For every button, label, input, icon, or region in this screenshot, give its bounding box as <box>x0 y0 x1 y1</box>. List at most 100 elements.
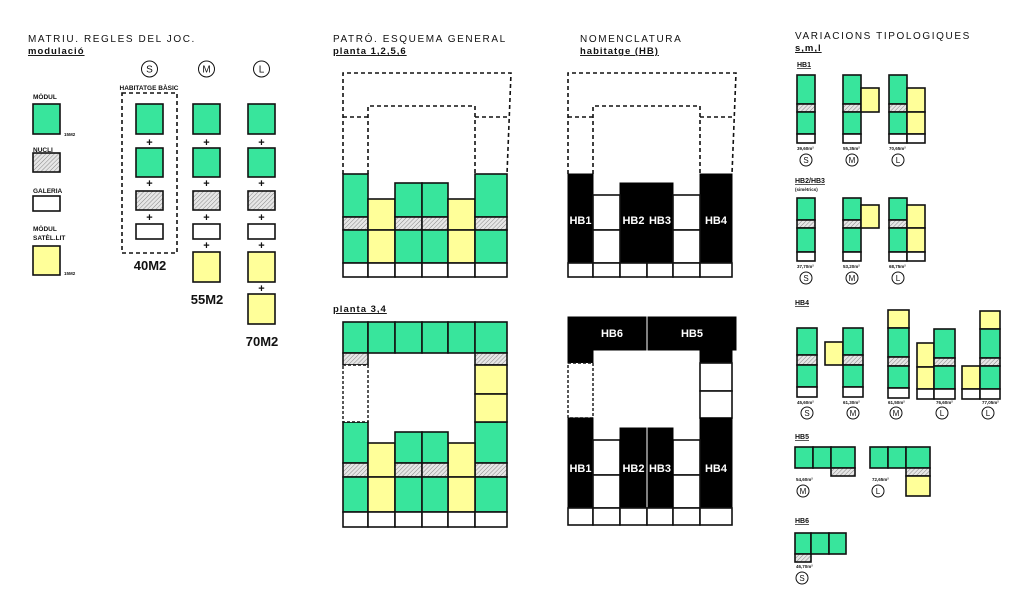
gallery-cell <box>447 511 476 528</box>
module-cell <box>888 74 908 105</box>
courtyard-outline <box>367 105 476 174</box>
module-cell <box>887 446 907 469</box>
satellite-cell <box>916 342 935 368</box>
dashed-gallery-cell <box>342 364 369 423</box>
gallery-cell <box>421 262 449 278</box>
module-cell <box>192 147 221 178</box>
size-badge: L <box>896 274 901 283</box>
area-label: 37,70m² <box>797 264 814 269</box>
plus-sign: + <box>146 137 152 149</box>
module-cell <box>794 532 812 555</box>
satellite-cell <box>860 87 880 113</box>
module-cell <box>812 446 832 469</box>
unit-label: HB4 <box>705 215 728 227</box>
module-cell <box>842 197 862 221</box>
size-m-badge: M <box>202 65 210 76</box>
module-cell <box>421 476 449 513</box>
legend-module-area: 15M2 <box>64 132 76 137</box>
module-cell <box>394 182 423 218</box>
area-label: 55,35m² <box>843 146 860 151</box>
gallery-cell <box>842 133 862 144</box>
total-m: 55M2 <box>191 292 224 307</box>
core-cell <box>933 357 956 367</box>
gallery-cell <box>979 388 1001 400</box>
size-badge-circle <box>795 571 809 585</box>
unit-block-hb5 <box>647 316 737 351</box>
plus-sign: + <box>203 240 209 252</box>
gallery-cell <box>592 262 621 278</box>
area-label: 77,05m² <box>982 400 999 405</box>
size-badge-circle <box>891 271 905 285</box>
module-cell <box>887 327 910 358</box>
size-badge-circle <box>846 406 860 420</box>
legend-gallery-label: GALERIA <box>33 188 63 195</box>
size-s-badge: S <box>146 65 153 76</box>
core-cell <box>842 103 862 113</box>
core-cell <box>474 352 508 366</box>
module-cell <box>796 364 818 388</box>
core-cell <box>394 216 423 231</box>
satellite-cell <box>447 229 476 264</box>
dashed-gallery-cell <box>567 362 594 419</box>
plus-sign: + <box>258 178 264 190</box>
core-cell <box>474 462 508 478</box>
gallery-cell <box>933 388 956 400</box>
legend-gallery-swatch <box>32 195 61 212</box>
core-cell <box>342 462 369 478</box>
gallery-cell <box>699 262 733 278</box>
core-cell <box>796 219 816 229</box>
module-cell <box>474 476 508 513</box>
module-cell <box>842 227 862 253</box>
unit-label: HB3 <box>649 463 671 475</box>
satellite-cell <box>247 293 276 325</box>
satellite-cell <box>906 204 926 229</box>
size-m-badge-circle <box>198 60 215 78</box>
unit-block <box>699 417 733 509</box>
plus-sign: + <box>258 137 264 149</box>
modulation-subtitle: modulació <box>28 46 85 57</box>
gallery-cell <box>672 507 701 526</box>
hb1-title: HB1 <box>797 62 811 69</box>
nomenclature-subtitle: habitatge (HB) <box>580 46 659 57</box>
size-l-badge-circle <box>253 60 270 78</box>
symmetric-note: (simètrics) <box>795 187 818 192</box>
gallery-cell <box>192 223 221 240</box>
module-cell <box>474 173 508 218</box>
basic-dwelling-label: HABITATGE BÀSIC <box>120 83 179 92</box>
legend-module-label: MÒDUL <box>33 92 57 101</box>
gallery-cell <box>888 251 908 262</box>
area-label: 39,60m² <box>797 146 814 151</box>
module-cell <box>421 431 449 464</box>
variations-subtitle: s,m,l <box>795 43 822 54</box>
area-label: 46,70m² <box>796 564 813 569</box>
satellite-cell <box>447 198 476 231</box>
size-badge-circle <box>845 271 859 285</box>
hb2-hb3-title: HB2/HB3 <box>795 178 825 185</box>
module-cell <box>394 229 423 264</box>
area-label: 54,60m² <box>796 477 813 482</box>
module-cell <box>135 147 164 178</box>
module-cell <box>933 365 956 390</box>
gallery-cell <box>342 262 369 278</box>
core-cell <box>192 190 221 211</box>
module-cell <box>367 321 396 354</box>
size-badge: M <box>800 487 807 496</box>
module-cell <box>192 103 221 135</box>
area-label: 53,20m² <box>843 264 860 269</box>
module-cell <box>810 532 830 555</box>
variations-title: VARIACIONS TIPOLOGIQUES <box>795 31 971 42</box>
module-cell <box>842 111 862 135</box>
module-cell <box>394 431 423 464</box>
size-badge-circle <box>796 484 810 498</box>
plus-sign: + <box>146 212 152 224</box>
size-badge: M <box>850 409 857 418</box>
module-cell <box>869 446 889 469</box>
size-badge-circle <box>799 271 813 285</box>
gallery-cell <box>672 439 701 476</box>
gallery-cell <box>842 251 862 262</box>
size-badge: M <box>849 156 856 165</box>
unit-block <box>567 417 594 509</box>
gallery-cell <box>592 507 621 526</box>
unit-label: HB1 <box>569 215 591 227</box>
unit-block <box>699 349 733 364</box>
